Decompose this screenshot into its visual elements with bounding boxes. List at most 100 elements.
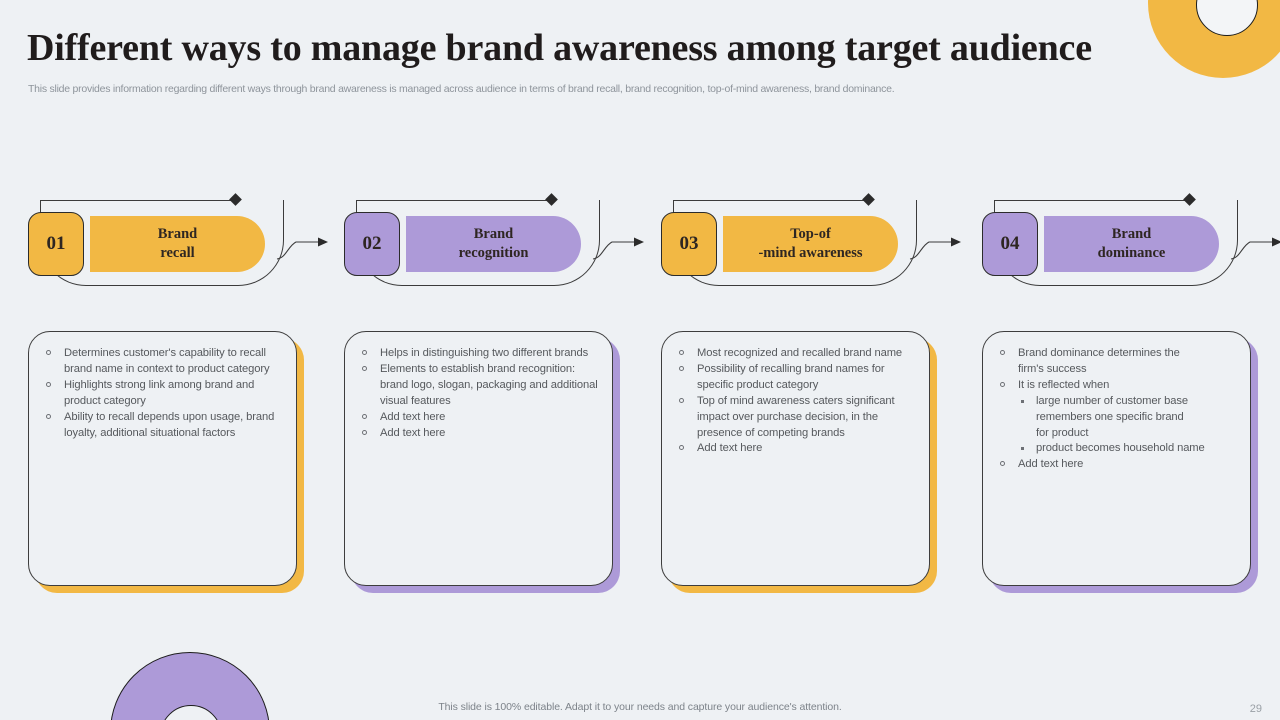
bullet-circle-icon [362,429,367,435]
step-number-badge[interactable]: 04 [982,212,1038,276]
bullet-item: Helps in distinguishing two different br… [359,346,598,362]
step-title-line1: Brand [1111,225,1152,242]
bullet-list: Brand dominance determines the firm's su… [997,346,1236,473]
bullet-text: Brand dominance determines the firm's su… [1018,347,1180,375]
bullet-text: Add text here [380,410,446,423]
header-capsule-04[interactable]: 04 Brand dominance [982,192,1280,296]
bullet-item: Ability to recall depends upon usage, br… [43,410,282,442]
decorative-ring-top-right [1148,0,1280,78]
bullet-text: Add text here [697,442,763,455]
bullet-item: Possibility of recalling brand names for… [676,362,915,394]
content-card-04[interactable]: Brand dominance determines the firm's su… [982,331,1258,593]
bullet-text: Determines customer's capability to reca… [64,347,270,375]
step-title-line2: recognition [458,245,529,261]
flow-arrow [1230,232,1280,262]
bullet-text: Ability to recall depends upon usage, br… [64,410,275,439]
bullet-text: Highlights strong link among brand and p… [64,378,255,407]
page-title: Different ways to manage brand awareness… [27,27,1092,69]
sub-bullet-item: product becomes household name [1018,441,1236,457]
decorative-ring-hole [1196,0,1258,36]
bullet-item: Brand dominance determines the firm's su… [997,346,1236,378]
bullet-text: It is reflected when [1018,378,1110,391]
step-title-text: Brand recognition [459,225,529,263]
bullet-circle-icon [679,350,684,355]
header-outline-top-line [994,200,1190,202]
step-title-line1: Top-of [790,225,831,242]
header-capsule-03[interactable]: 03 Top-of -mind awareness [661,192,961,296]
flow-arrow [592,232,650,262]
bullet-text: Elements to establish brand recognition:… [380,362,598,407]
bullet-circle-icon [362,350,367,355]
arrow-connector-icon [909,237,961,260]
bullet-list: Determines customer's capability to reca… [43,346,282,441]
bullet-item: Highlights strong link among brand and p… [43,378,282,410]
card-face: Brand dominance determines the firm's su… [982,331,1251,586]
bullet-text: Top of mind awareness caters significant… [697,394,895,439]
bullet-item: Add text here [359,410,598,426]
sub-bullet-square-icon [1021,399,1024,403]
sub-bullet-list: large number of customer base remembers … [1018,394,1236,458]
content-card-02[interactable]: Helps in distinguishing two different br… [344,331,620,593]
arrow-connector-icon [276,237,328,260]
bullet-circle-icon [679,365,684,371]
bullet-circle-icon [1000,381,1005,387]
bullet-item: Elements to establish brand recognition:… [359,362,598,410]
bullet-circle-icon [46,350,51,355]
step-title-line2: recall [160,245,195,261]
step-title-pill[interactable]: Brand recognition [406,216,581,272]
bullet-item: Add text here [676,441,915,457]
flow-arrow [276,232,334,262]
step-number-badge[interactable]: 03 [661,212,717,276]
header-outline-top-line [356,200,552,202]
header-outline-top-line [673,200,869,202]
header-capsule-02[interactable]: 02 Brand recognition [344,192,644,296]
bullet-item: Add text here [359,426,598,442]
step-number-badge[interactable]: 01 [28,212,84,276]
header-outline-top-line [40,200,236,202]
bullet-circle-icon [362,365,367,371]
page-subtitle: This slide provides information regardin… [28,83,895,95]
step-title-line2: -mind awareness [758,245,863,261]
step-number-badge[interactable]: 02 [344,212,400,276]
bullet-text: Add text here [1018,458,1084,471]
bullet-item: Add text here [997,457,1236,473]
page-number: 29 [1249,703,1262,715]
step-title-pill[interactable]: Brand dominance [1044,216,1219,272]
arrow-connector-icon [1230,237,1280,260]
bullet-text: Add text here [380,426,446,439]
sub-bullet-item: large number of customer base remembers … [1018,394,1236,442]
bullet-item: Determines customer's capability to reca… [43,346,282,378]
bullet-circle-icon [46,381,51,387]
card-face: Helps in distinguishing two different br… [344,331,613,586]
sub-bullet-text: large number of customer base remembers … [1036,394,1188,439]
bullet-text: Helps in distinguishing two different br… [380,347,589,359]
step-title-pill[interactable]: Top-of -mind awareness [723,216,898,272]
bullet-item: Top of mind awareness caters significant… [676,394,915,442]
bullet-circle-icon [1000,461,1005,467]
sub-bullet-text: product becomes household name [1036,442,1205,455]
bullet-item: It is reflected when large number of cust… [997,378,1236,458]
bullet-circle-icon [46,413,51,419]
content-card-01[interactable]: Determines customer's capability to reca… [28,331,304,593]
step-title-text: Top-of -mind awareness [758,225,862,263]
step-title-line2: dominance [1097,245,1166,261]
bullet-circle-icon [679,445,684,451]
bullet-item: Most recognized and recalled brand name [676,346,915,362]
bullet-circle-icon [679,397,684,403]
arrow-connector-icon [592,237,644,260]
bullet-circle-icon [1000,350,1005,355]
bullet-text: Most recognized and recalled brand name [697,347,903,359]
footer-note: This slide is 100% editable. Adapt it to… [438,701,842,713]
bullet-list: Helps in distinguishing two different br… [359,346,598,441]
step-title-line1: Brand [473,225,514,242]
